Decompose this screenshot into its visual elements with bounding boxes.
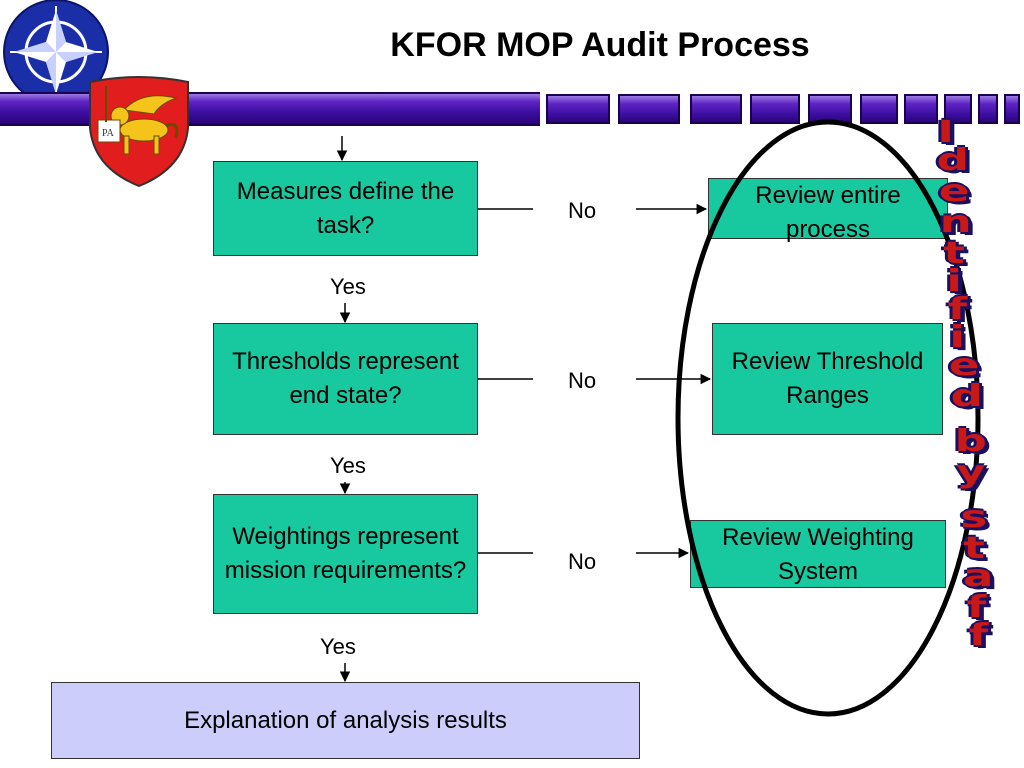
side-text-letter: i [949, 320, 966, 355]
review-text: Review Threshold Ranges [731, 348, 924, 409]
page-title: KFOR MOP Audit Process [390, 26, 810, 64]
header-square [978, 94, 998, 124]
enclosing-ellipse [675, 119, 981, 717]
decision-text: Thresholds represent end state? [232, 348, 459, 409]
review-box-threshold-ranges: Review Threshold Ranges [712, 323, 943, 435]
no-label: No [568, 368, 597, 393]
header-square [546, 94, 610, 124]
header-square [750, 94, 800, 124]
side-text-letter: d [936, 143, 969, 178]
nato-emblem-icon [3, 0, 109, 105]
decision-text: Measures define the task? [236, 177, 455, 239]
side-text-letter: t [963, 531, 985, 566]
decision-box-weightings: Weightings represent mission requirement… [213, 494, 478, 614]
side-text-letter: s [960, 500, 988, 535]
header-square [618, 94, 680, 124]
header-square [944, 94, 972, 124]
side-text-letter: b [954, 424, 987, 459]
shield-letters: PA [102, 128, 115, 139]
side-text-letter: i [946, 264, 962, 299]
header-square [1004, 94, 1020, 124]
review-box-weighting-system: Review Weighting System [690, 520, 946, 588]
side-text-letter: f [947, 292, 967, 327]
header-square [690, 94, 742, 124]
side-text-letter: a [963, 559, 994, 594]
side-text-letter: e [949, 348, 980, 383]
side-text-letter: e [938, 174, 969, 209]
review-text: Review entire process [755, 182, 901, 243]
kfor-shield-icon: PA [89, 76, 189, 188]
no-label: No [568, 549, 597, 574]
yes-label: Yes [330, 453, 366, 478]
header-square [860, 94, 898, 124]
result-text: Explanation of analysis results [184, 706, 507, 734]
no-label: No [568, 198, 597, 223]
review-text: Review Weighting System [722, 524, 914, 585]
side-text-letter: f [968, 618, 989, 653]
side-text-letter: y [956, 455, 986, 490]
side-text-letter: d [950, 379, 983, 414]
header-square [808, 94, 852, 124]
side-text-letter: f [966, 590, 987, 625]
yes-label: Yes [330, 274, 366, 299]
header-square [904, 94, 938, 124]
review-box-entire-process: Review entire process [708, 178, 948, 243]
side-text-letter: I [937, 115, 954, 150]
side-text-letter: t [943, 236, 966, 271]
decision-box-measures: Measures define the task? [213, 161, 478, 256]
result-box: Explanation of analysis results [51, 682, 640, 759]
decision-box-thresholds: Thresholds represent end state? [213, 323, 478, 435]
side-text-letter: n [939, 205, 973, 240]
decision-text: Weightings represent mission requirement… [224, 523, 467, 584]
yes-label: Yes [320, 634, 356, 659]
